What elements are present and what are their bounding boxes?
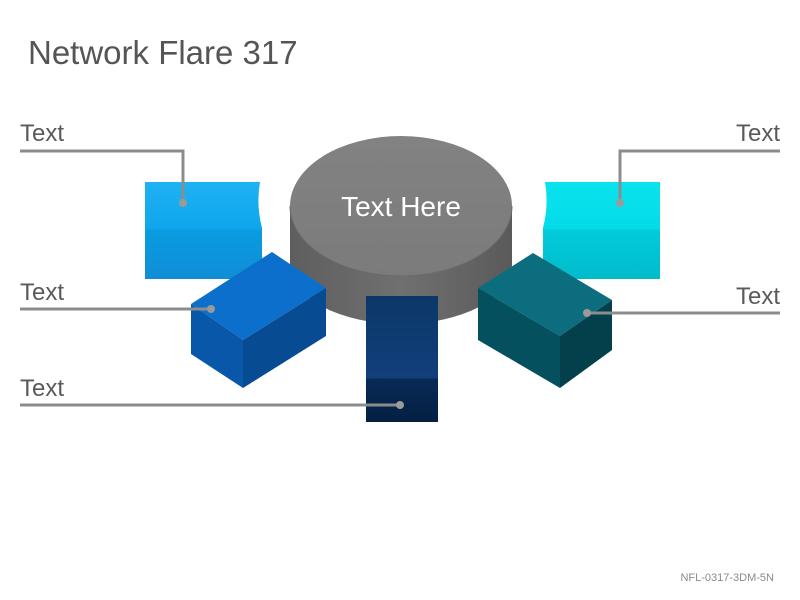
dot-top-left [179,199,187,207]
dot-top-right [616,199,624,207]
label-mid-right: Text [735,283,780,310]
dot-mid-right [583,309,591,317]
dot-bottom-left [396,401,404,409]
block-teal-3d [478,253,612,388]
dot-mid-left [207,305,215,313]
block-navy [366,296,438,422]
connector-top-right [618,149,780,203]
connector-dots [179,199,624,409]
label-top-left: Text [20,120,65,147]
block-light-blue [145,182,262,279]
connectors [20,149,780,407]
block-cyan [543,182,660,279]
hub-label: Text Here [341,191,461,222]
connector-top-left [20,149,185,203]
block-blue-3d [191,252,326,388]
label-mid-left: Text [20,279,65,306]
hub-cylinder [289,136,513,324]
reference-code: NFL-0317-3DM-5N [680,572,774,584]
label-bottom-left: Text [20,375,65,402]
label-top-right: Text [735,120,780,147]
slide-title: Network Flare 317 [28,34,298,71]
